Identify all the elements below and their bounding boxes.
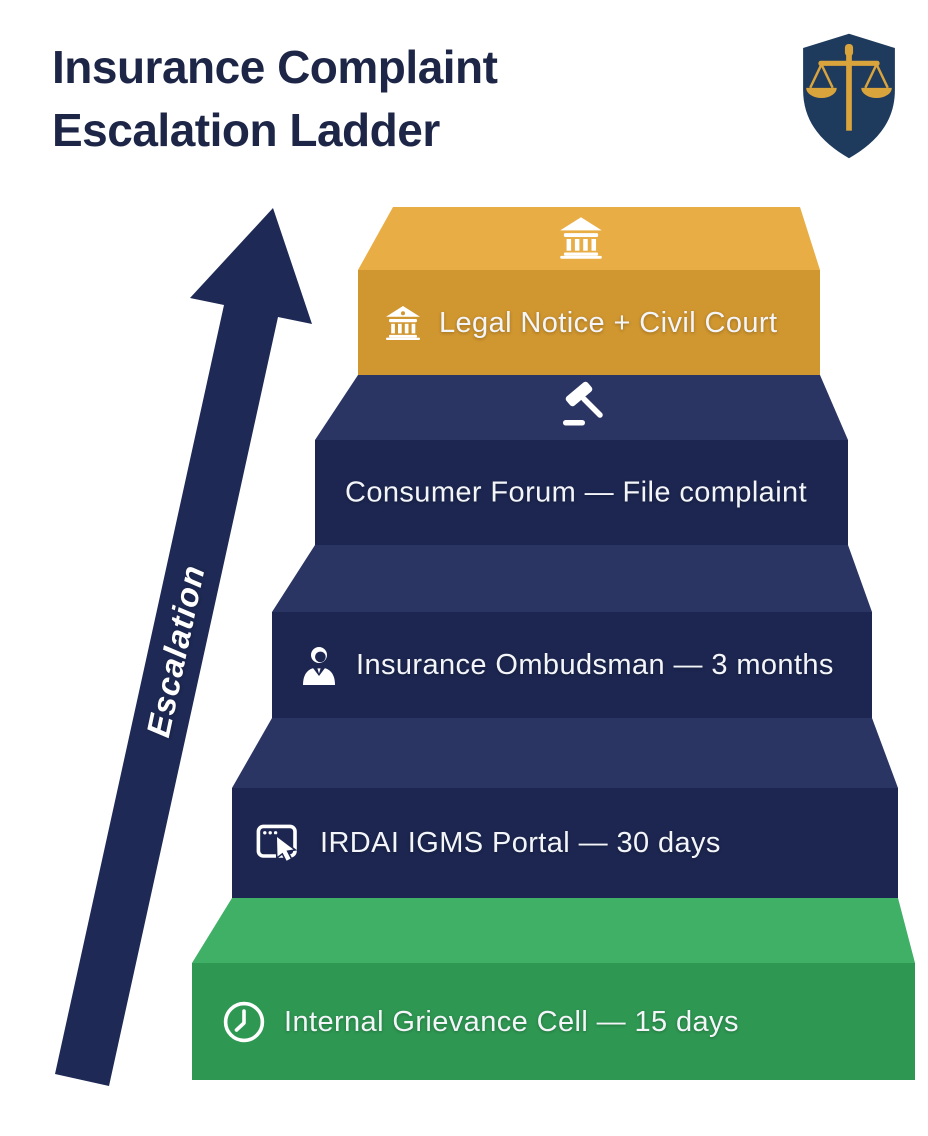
step-irdai-tread	[232, 718, 898, 788]
clock-icon	[223, 1001, 265, 1043]
step-grievance-face	[192, 963, 915, 1080]
step-grievance-tread	[192, 898, 915, 963]
escalation-arrow	[55, 208, 312, 1086]
bank-icon	[386, 306, 420, 340]
step-irdai-face	[232, 788, 898, 898]
browser-portal-icon	[256, 824, 298, 862]
gavel-icon	[563, 381, 603, 426]
step-label-text: IRDAI IGMS Portal — 30 days	[320, 826, 721, 859]
page-title: Insurance Complaint Escalation Ladder	[52, 36, 498, 163]
step-forum-tread	[315, 375, 848, 440]
step-legal-face	[358, 270, 820, 375]
ombudsman-person-icon	[303, 647, 335, 685]
step-label-grievance: Internal Grievance Cell — 15 days	[222, 1000, 739, 1044]
page-title-line1: Insurance Complaint	[52, 41, 498, 93]
step-legal-tread	[358, 207, 820, 270]
step-ombudsman-tread	[272, 545, 872, 612]
step-label-forum: Consumer Forum — File complaint	[345, 477, 807, 510]
bank-icon	[560, 217, 602, 259]
step-label-irdai: IRDAI IGMS Portal — 30 days	[256, 824, 721, 862]
step-label-legal: Legal Notice + Civil Court	[385, 306, 777, 340]
scales-of-justice-shield-logo	[803, 33, 895, 159]
step-label-text: Consumer Forum — File complaint	[345, 476, 808, 509]
step-ombudsman-face	[272, 612, 872, 718]
step-label-text: Internal Grievance Cell — 15 days	[284, 1005, 739, 1038]
step-label-text: Insurance Ombudsman — 3 months	[356, 648, 834, 681]
step-label-ombudsman: Insurance Ombudsman — 3 months	[300, 645, 834, 685]
step-label-text: Legal Notice + Civil Court	[439, 306, 778, 339]
step-forum-face	[315, 440, 848, 545]
page-title-line2: Escalation Ladder	[52, 104, 440, 157]
scales-icon	[806, 43, 892, 131]
